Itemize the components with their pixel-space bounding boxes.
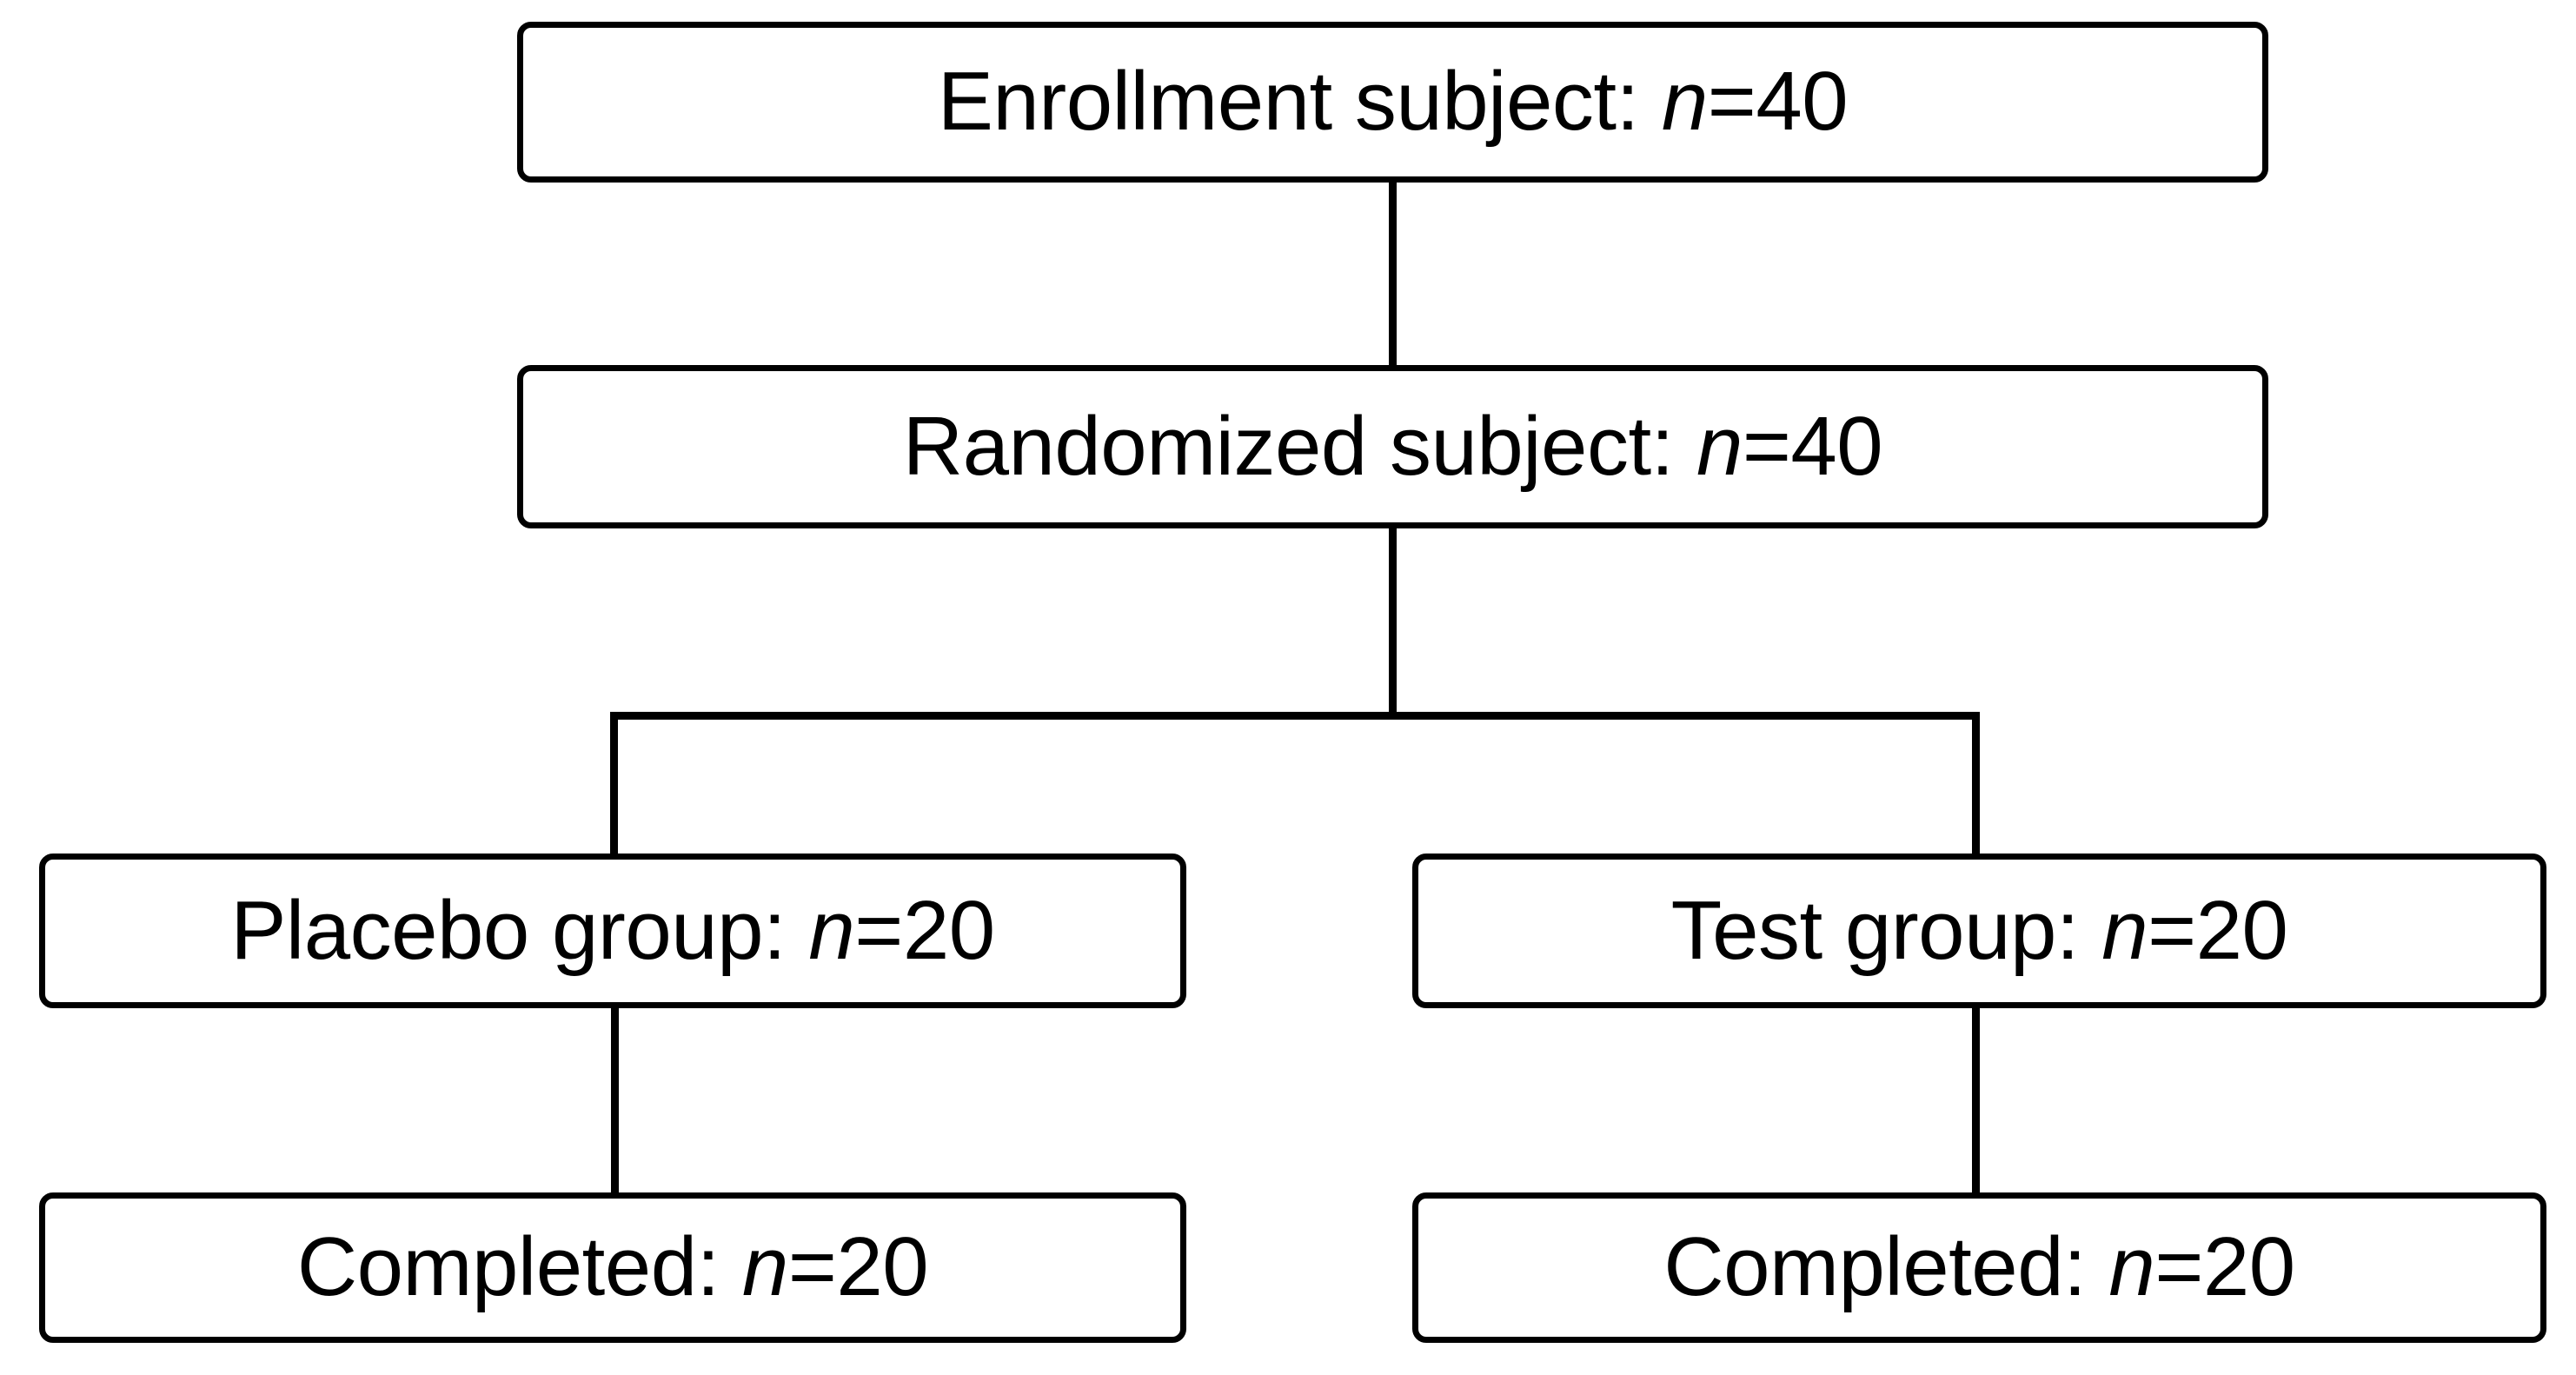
test-group-node-prefix: Test group:	[1670, 883, 2102, 977]
randomized-node: Randomized subject: n=40	[517, 365, 2268, 528]
placebo-group-node: Placebo group: n=20	[39, 854, 1186, 1008]
completed-placebo-node-variable: n	[741, 1220, 788, 1314]
test-group-node-label: Test group: n=20	[1671, 887, 2288, 975]
randomized-node-equals: =	[1742, 399, 1791, 493]
enrollment-node-equals: =	[1707, 55, 1756, 149]
connector-split-horizontal-bar	[610, 712, 1980, 720]
enrollment-node: Enrollment subject: n=40	[517, 22, 2268, 183]
placebo-group-node-label: Placebo group: n=20	[230, 883, 995, 977]
completed-test-node: Completed: n=20	[1412, 1192, 2546, 1343]
enrollment-node-prefix: Enrollment subject:	[937, 55, 1662, 149]
randomized-node-prefix: Randomized subject:	[902, 399, 1696, 493]
completed-test-node-prefix: Completed:	[1663, 1220, 2109, 1314]
completed-placebo-node-label: Completed: n=20	[297, 1223, 929, 1312]
completed-placebo-node-value: 20	[836, 1220, 929, 1314]
placebo-group-node-value: 20	[902, 883, 995, 977]
enrollment-node-variable: n	[1661, 55, 1708, 149]
completed-placebo-node-equals: =	[787, 1220, 837, 1314]
connector-randomized-to-split	[1389, 524, 1397, 720]
test-group-node-value: 20	[2195, 883, 2288, 977]
placebo-group-node-variable: n	[808, 883, 855, 977]
randomized-node-value: 40	[1790, 399, 1883, 493]
connector-test-to-completed	[1972, 1004, 1980, 1197]
connector-split-to-placebo-group	[610, 712, 618, 858]
randomized-node-variable: n	[1696, 399, 1743, 493]
completed-placebo-node-prefix: Completed:	[296, 1220, 742, 1314]
connector-enrollment-to-randomized	[1389, 178, 1397, 369]
completed-test-node-equals: =	[2154, 1220, 2203, 1314]
placebo-group-node-equals: =	[854, 883, 903, 977]
completed-test-node-label: Completed: n=20	[1663, 1223, 2295, 1312]
completed-placebo-node: Completed: n=20	[39, 1192, 1186, 1343]
test-group-node: Test group: n=20	[1412, 854, 2546, 1008]
connector-placebo-to-completed	[611, 1004, 619, 1197]
completed-test-node-value: 20	[2202, 1220, 2295, 1314]
enrollment-node-label: Enrollment subject: n=40	[937, 55, 1849, 149]
completed-test-node-variable: n	[2108, 1220, 2155, 1314]
connector-split-to-test-group	[1972, 712, 1980, 858]
enrollment-node-value: 40	[1756, 55, 1849, 149]
test-group-node-equals: =	[2148, 883, 2196, 977]
placebo-group-node-prefix: Placebo group:	[230, 883, 809, 977]
randomized-node-label: Randomized subject: n=40	[902, 399, 1883, 493]
test-group-node-variable: n	[2101, 883, 2148, 977]
